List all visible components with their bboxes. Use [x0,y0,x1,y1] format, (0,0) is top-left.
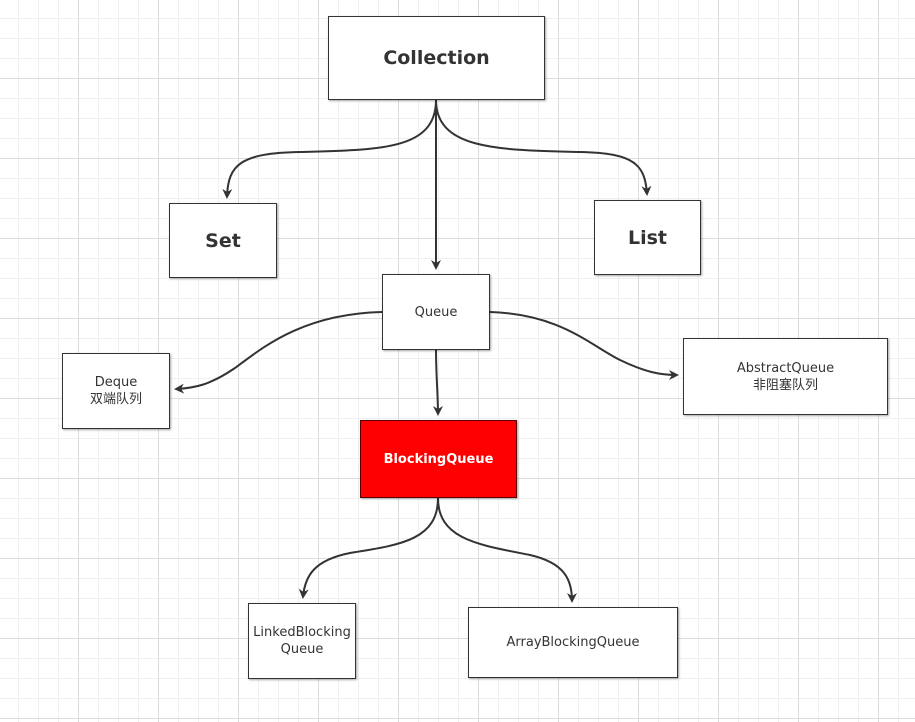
arrow-collection-to-set [222,99,437,199]
arrow-queue-to-deque [174,311,383,394]
list-node[interactable]: List [594,200,701,275]
deque-label: Deque 双端队列 [89,375,142,407]
linked-blocking-queue-label: LinkedBlockingQueue [253,625,351,657]
queue-label: Queue [414,304,458,320]
arrow-queue-to-abstract-queue [489,311,679,380]
arrow-blocking-queue-to-array-blocking-queue [437,497,577,603]
blocking-queue-label: BlockingQueue [383,451,494,467]
blocking-queue-node[interactable]: BlockingQueue [360,420,517,498]
set-label: Set [205,229,241,252]
array-blocking-queue-node[interactable]: ArrayBlockingQueue [468,607,678,678]
list-label: List [627,226,667,249]
arrow-collection-to-list [435,99,652,196]
collection-label: Collection [383,47,490,69]
arrow-blocking-queue-to-linked-blocking-queue [298,497,439,599]
queue-node[interactable]: Queue [382,274,490,350]
abstract-queue-node[interactable]: AbstractQueue 非阻塞队列 [683,338,888,415]
array-blocking-queue-label: ArrayBlockingQueue [506,635,640,650]
deque-node[interactable]: Deque 双端队列 [62,353,170,429]
abstract-queue-label: AbstractQueue 非阻塞队列 [736,360,835,393]
linked-blocking-queue-node[interactable]: LinkedBlockingQueue [248,603,356,679]
arrow-queue-to-blocking-queue [432,349,443,416]
set-node[interactable]: Set [169,203,277,278]
collection-node[interactable]: Collection [328,16,545,100]
